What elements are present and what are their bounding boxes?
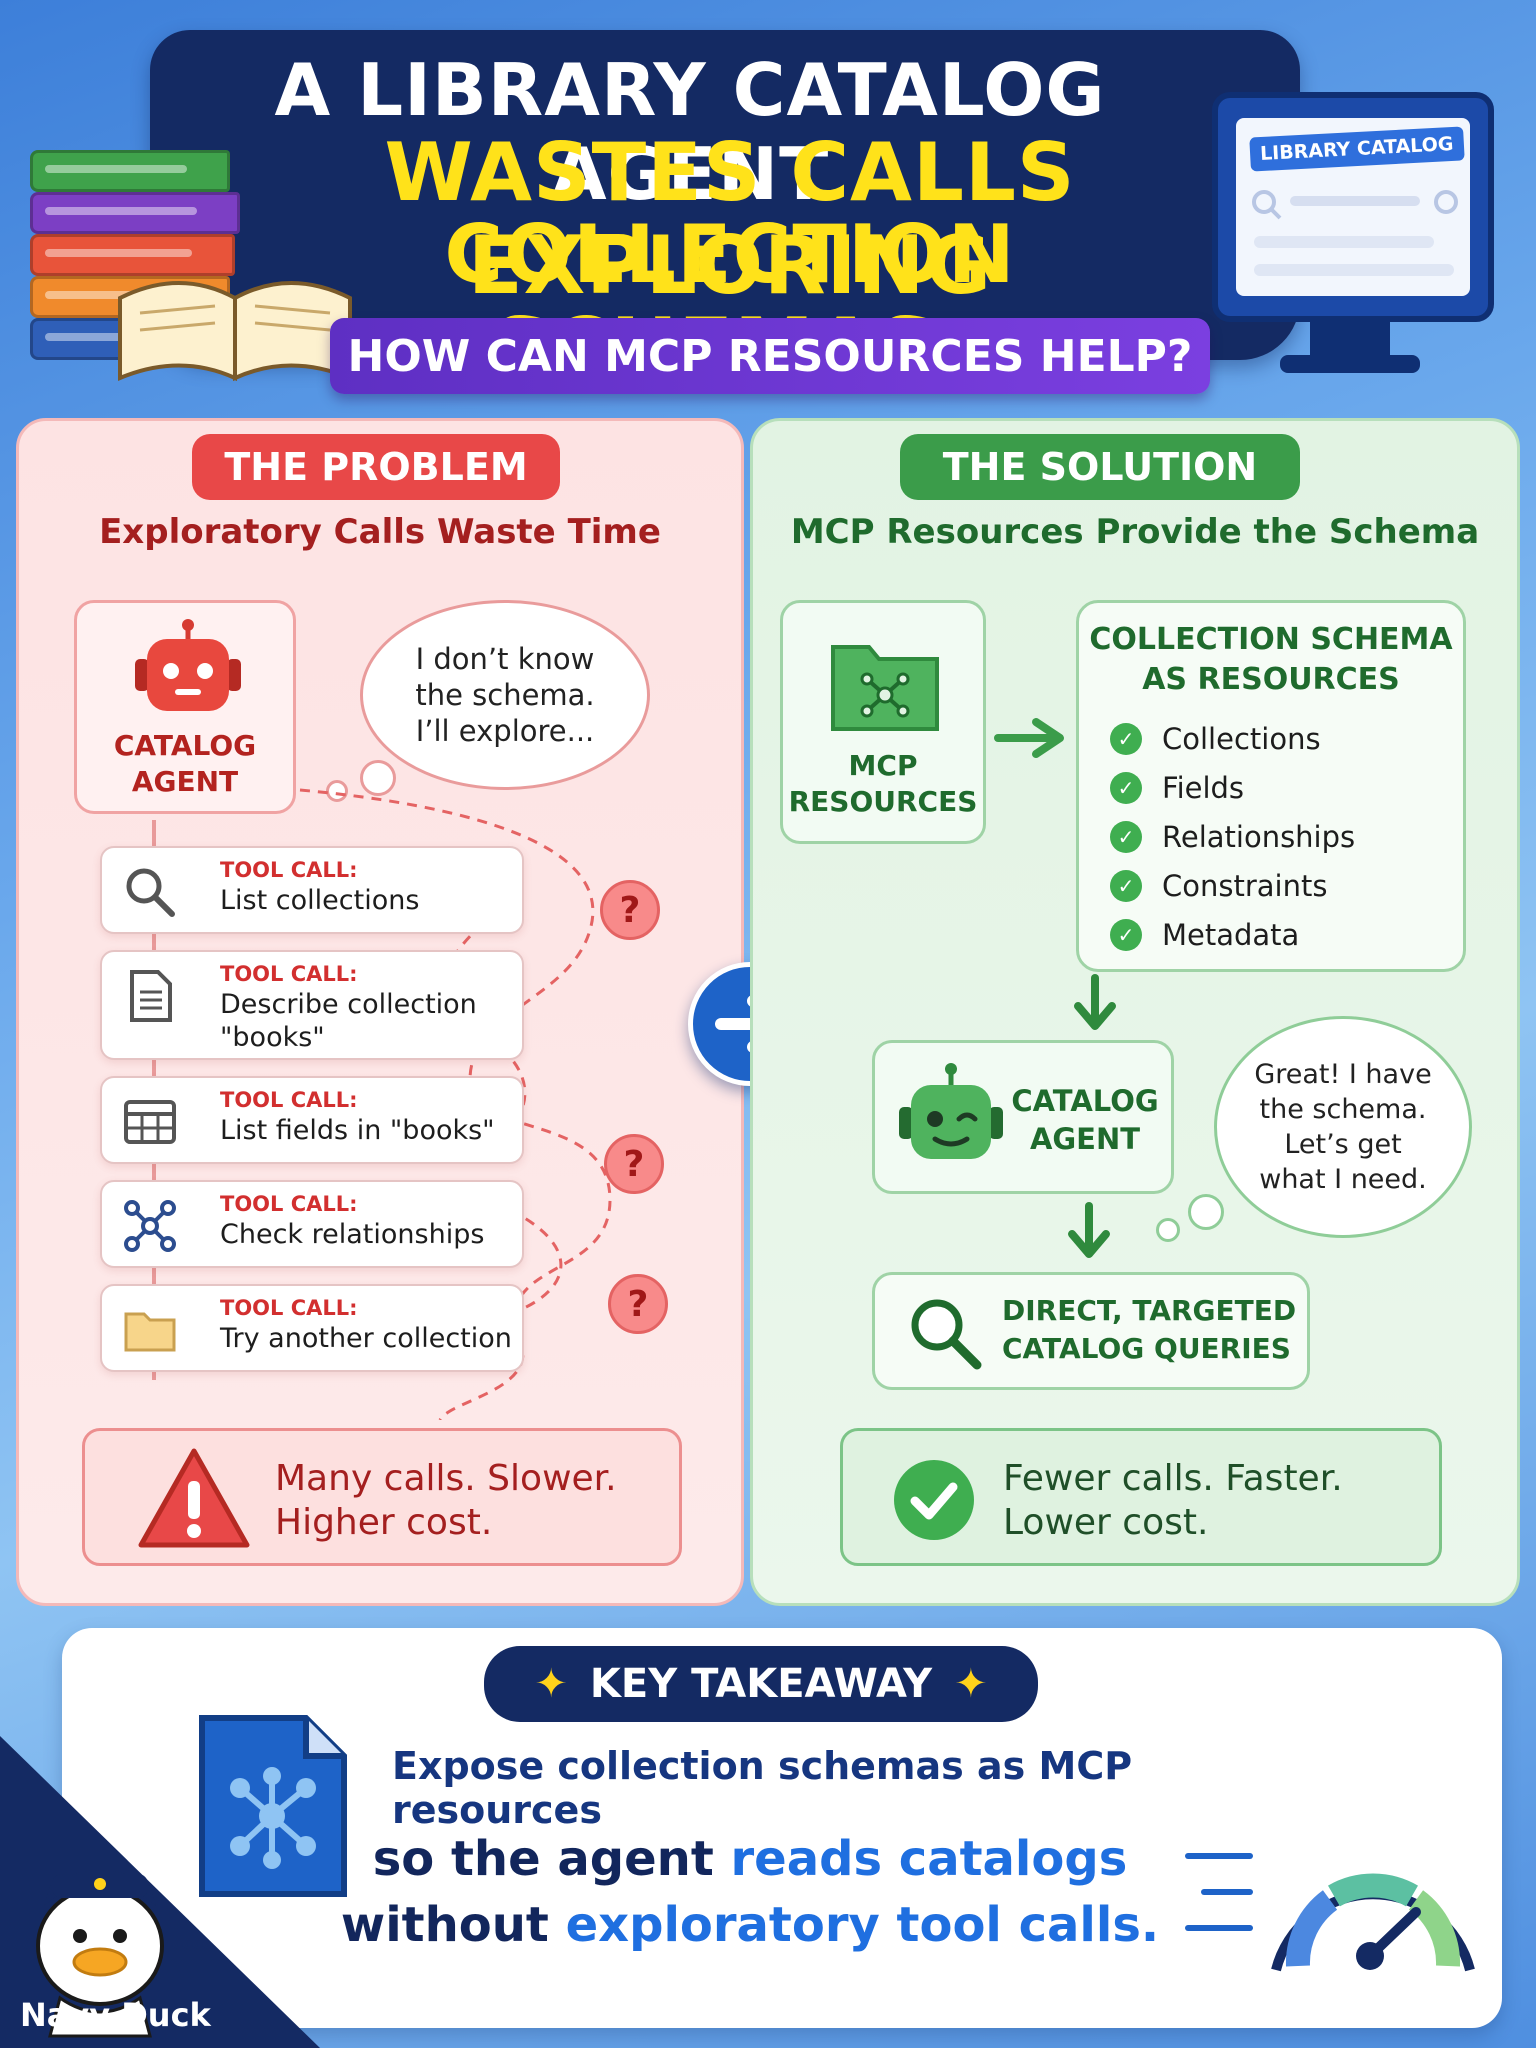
solution-badge: THE SOLUTION [900, 434, 1300, 500]
solution-result-text: Fewer calls. Faster. Lower cost. [1003, 1458, 1343, 1543]
monitor-stand [1310, 320, 1390, 360]
tool-call-tag: TOOL CALL: [220, 858, 358, 882]
schema-title: COLLECTION SCHEMA AS RESOURCES [1089, 622, 1453, 697]
takeaway-line-2: so the agent reads catalogs without expl… [340, 1831, 1160, 1953]
sparkle-icon: ✦ [534, 1661, 568, 1707]
arrow-right-icon [994, 718, 1064, 758]
sparkle-icon: ✦ [954, 1661, 988, 1707]
title-line-2: WASTES CALLS EXPLORING [384, 126, 1076, 312]
arrow-down-icon [1068, 1202, 1110, 1258]
tool-call-tag: TOOL CALL: [220, 1296, 358, 1320]
monitor-label: LIBRARY CATALOG [1249, 126, 1465, 172]
folder-icon [124, 1312, 176, 1352]
problem-result-box: Many calls. Slower. Higher cost. [82, 1428, 682, 1566]
tool-call-card: TOOL CALL: Describe collection "books" [100, 950, 524, 1060]
solution-result-box: Fewer calls. Faster. Lower cost. [840, 1428, 1442, 1566]
search-icon [911, 1299, 982, 1370]
thought-dot [360, 760, 396, 796]
tool-call-text: List fields in "books" [220, 1115, 495, 1146]
check-circle-icon [894, 1460, 974, 1540]
brand-name: Navy Duck [20, 1996, 211, 2034]
open-book-icon [118, 281, 352, 382]
direct-queries-card [872, 1272, 1310, 1390]
question-mark-icon: ? [600, 880, 660, 940]
tool-call-text: Check relationships [220, 1219, 485, 1250]
document-icon [130, 970, 172, 1022]
tool-call-tag: TOOL CALL: [220, 1192, 358, 1216]
warning-icon [138, 1448, 250, 1548]
monitor-base [1280, 355, 1420, 373]
tool-call-text: List collections [220, 885, 420, 916]
arrow-down-icon [1074, 974, 1116, 1030]
search-icon [1252, 190, 1458, 276]
network-icon [124, 1200, 176, 1252]
title-line-1: A LIBRARY CATALOG AGENT [274, 48, 1106, 216]
direct-queries-text: DIRECT, TARGETED CATALOG QUERIES [1002, 1294, 1297, 1365]
question-mark-icon: ? [608, 1274, 668, 1334]
tool-call-text: Describe collection "books" [220, 989, 477, 1053]
tool-call-text: Try another collection [220, 1323, 512, 1354]
robot-icon [135, 619, 241, 711]
takeaway-line-1: Expose collection schemas as MCP resourc… [392, 1744, 1133, 1832]
tool-call-tag: TOOL CALL: [220, 1088, 358, 1112]
check-icon: ✓ [1110, 820, 1142, 853]
thought-dot [1156, 1218, 1180, 1242]
catalog-agent-card [872, 1040, 1174, 1194]
mcp-resources-label: MCP RESOURCES [788, 749, 978, 818]
list-item: ✓Collections [1110, 714, 1355, 763]
thought-dot [1188, 1194, 1224, 1230]
tool-call-card: TOOL CALL: List collections [100, 846, 524, 934]
schema-item-list: ✓Collections ✓Fields ✓Relationships ✓Con… [1110, 714, 1355, 959]
thought-dot [326, 780, 348, 802]
table-icon [124, 1100, 176, 1144]
search-icon [126, 868, 175, 917]
books-illustration [30, 150, 352, 390]
check-icon: ✓ [1110, 918, 1142, 951]
thought-bubble-problem: I don’t know the schema. I’ll explore... [360, 600, 650, 790]
key-takeaway-badge: ✦ KEY TAKEAWAY ✦ [484, 1646, 1038, 1722]
list-item: ✓Constraints [1110, 861, 1355, 910]
catalog-monitor: LIBRARY CATALOG [1212, 92, 1494, 322]
robot-icon [899, 1063, 1003, 1159]
check-icon: ✓ [1110, 869, 1142, 902]
check-icon: ✓ [1110, 771, 1142, 804]
problem-badge: THE PROBLEM [192, 434, 560, 500]
schema-document-icon [199, 1715, 347, 1897]
list-item: ✓Metadata [1110, 910, 1355, 959]
folder-network-icon [831, 645, 939, 731]
solution-heading: MCP Resources Provide the Schema [790, 512, 1480, 552]
navy-duck-logo [0, 1736, 320, 2048]
catalog-agent-label: CATALOG AGENT [113, 729, 257, 798]
tool-call-card: TOOL CALL: Check relationships [100, 1180, 524, 1268]
problem-heading: Exploratory Calls Waste Time [99, 512, 661, 552]
list-item: ✓Relationships [1110, 812, 1355, 861]
check-icon: ✓ [1110, 722, 1142, 755]
catalog-agent-label: CATALOG AGENT [1011, 1084, 1159, 1156]
mcp-resources-card [780, 600, 986, 844]
subtitle-ribbon: HOW CAN MCP RESOURCES HELP? [330, 318, 1210, 394]
problem-result-text: Many calls. Slower. Higher cost. [275, 1458, 617, 1543]
speedometer-icon [1185, 1853, 1475, 1972]
tool-call-card: TOOL CALL: Try another collection [100, 1284, 524, 1372]
thought-bubble-solution: Great! I have the schema. Let’s get what… [1214, 1016, 1472, 1238]
question-mark-icon: ? [604, 1134, 664, 1194]
list-item: ✓Fields [1110, 763, 1355, 812]
tool-call-card: TOOL CALL: List fields in "books" [100, 1076, 524, 1164]
catalog-agent-card [74, 600, 296, 814]
tool-call-tag: TOOL CALL: [220, 962, 358, 986]
